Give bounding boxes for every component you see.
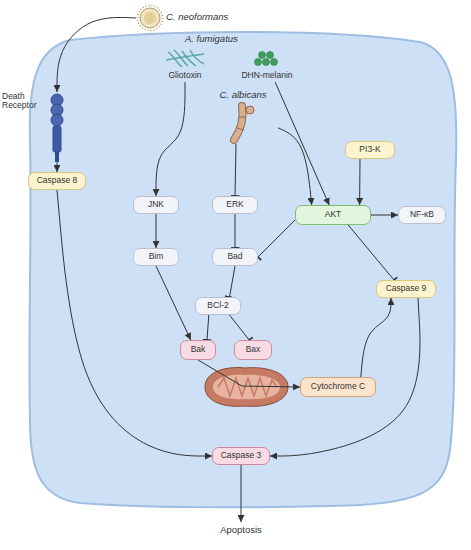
- activation-arrow: [371, 215, 398, 216]
- node-label: Bim: [149, 252, 164, 261]
- gliotoxin-fiber: [166, 54, 204, 60]
- node-label: C. albicans: [208, 90, 278, 100]
- node-label: Caspase 8: [37, 176, 78, 185]
- node-label: AKT: [325, 210, 342, 219]
- protein-box: NF-κB: [398, 206, 446, 224]
- protein-box: Bad: [212, 248, 258, 266]
- death-receptor: Death Receptor: [2, 92, 72, 162]
- inhibition-line: [348, 225, 394, 280]
- inhibition-line: [230, 315, 250, 340]
- node-label: Death Receptor: [2, 92, 44, 111]
- node-label: DHN-melanin: [240, 71, 294, 80]
- node-label: Cytochrome C: [311, 382, 365, 391]
- inhibition-line: [235, 214, 236, 248]
- caspase-box: Caspase 8: [28, 172, 86, 190]
- node-label: Caspase 3: [221, 451, 262, 460]
- yeast-core: [144, 12, 156, 24]
- gliotoxin-fiber: [190, 50, 204, 64]
- activation-arrow: [57, 190, 212, 456]
- protein-box: Cytochrome C: [300, 377, 376, 397]
- node-label: PI3-K: [359, 145, 380, 154]
- node-label: Bax: [246, 345, 261, 354]
- node-label: BCl-2: [207, 301, 228, 310]
- kinase-box: AKT: [295, 205, 371, 225]
- protein-box: Bak: [180, 340, 216, 360]
- melanin-granule: [255, 59, 262, 66]
- node-label: Bad: [227, 252, 242, 261]
- node-label: ERK: [226, 200, 243, 209]
- outcome-text: Apoptosis: [205, 522, 277, 538]
- activation-arrow: [359, 159, 360, 205]
- melanin-granule: [259, 52, 266, 59]
- activation-arrow: [57, 162, 58, 172]
- activation-arrow: [278, 128, 312, 205]
- activation-arrow: [156, 82, 185, 196]
- receptor-domain: [51, 114, 63, 126]
- inhibition-line: [235, 144, 236, 196]
- hypha-bud: [246, 106, 254, 114]
- node-label: NF-κB: [410, 210, 434, 219]
- protein-box: BCl-2: [195, 297, 241, 315]
- hypha-body: [234, 106, 243, 140]
- activation-arrow: [241, 465, 242, 522]
- receptor-tail: [55, 152, 59, 162]
- melanin-pigment: DHN-melanin: [240, 48, 294, 82]
- activation-arrow: [361, 298, 391, 377]
- activation-arrow: [270, 298, 420, 456]
- gliotoxin-toxin: Gliotoxin: [160, 48, 210, 82]
- activation-arrow: [156, 266, 191, 340]
- melanin-granule: [263, 59, 270, 66]
- hypha-septum: [237, 128, 244, 130]
- protein-box: Bim: [133, 248, 179, 266]
- fungus-cryptococcus: C. neoformans: [136, 4, 246, 32]
- kinase-box: ERK: [212, 196, 258, 214]
- cell-membrane: [29, 32, 456, 507]
- inhibition-line: [230, 266, 236, 297]
- receptor-stem: [53, 126, 61, 152]
- mitochondrion-cristae: [218, 378, 277, 396]
- kinase-box: PI3-K: [345, 141, 395, 159]
- inhibition-line: [258, 220, 295, 257]
- mitochondrion-inner: [213, 375, 280, 399]
- activation-arrow: [156, 214, 157, 248]
- node-label: Caspase 9: [386, 284, 427, 293]
- node-label: Apoptosis: [220, 525, 262, 535]
- activation-arrow: [57, 17, 136, 92]
- activation-arrow: [275, 82, 329, 205]
- node-label: Bak: [191, 345, 206, 354]
- activation-arrow: [198, 360, 300, 387]
- melanin-granule: [267, 52, 274, 59]
- node-label: JNK: [148, 200, 164, 209]
- gliotoxin-fiber: [182, 51, 196, 66]
- node-label: C. neoformans: [166, 12, 246, 22]
- melanin-granule: [271, 59, 278, 66]
- node-label: Gliotoxin: [160, 71, 210, 80]
- hypha-outline: [234, 106, 243, 140]
- yeast-cell: [140, 8, 160, 28]
- yeast-capsule: [138, 6, 163, 31]
- caspase-box: Caspase 9: [376, 280, 436, 298]
- organism-label: A. fumigatus: [185, 33, 238, 44]
- kinase-box: JNK: [133, 196, 179, 214]
- protein-box: Bax: [234, 340, 272, 360]
- caspase-box: Caspase 3: [212, 447, 270, 465]
- hypha-septum: [239, 117, 246, 118]
- inhibition-line: [207, 315, 209, 340]
- fungus-candida: C. albicans: [208, 90, 278, 144]
